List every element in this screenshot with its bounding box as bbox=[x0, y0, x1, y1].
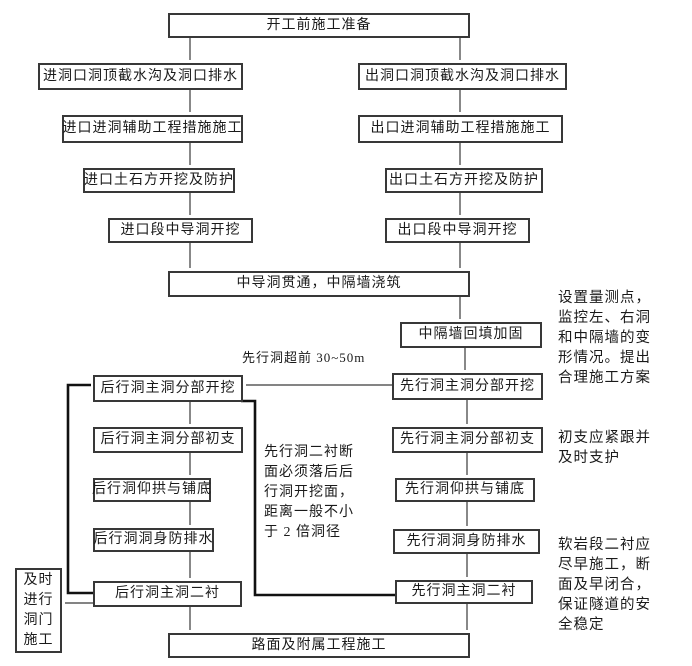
flow-box-prep: 开工前施工准备 bbox=[168, 13, 470, 38]
annotation-line: 面必须落后后 bbox=[264, 465, 354, 480]
annotation-monitoring-note: 设置量测点， 监控左、右洞和中隔墙的变形情况。提出合理施工方案 bbox=[558, 288, 651, 388]
flow-box-outlet-pilot: 出口段中导洞开挖 bbox=[385, 218, 530, 243]
connector-first-lining-lag-loop bbox=[241, 399, 395, 597]
annotation-line: 行洞开挖面， bbox=[264, 485, 354, 500]
flow-box-later-invert: 后行洞仰拱与铺底 bbox=[92, 478, 211, 502]
flow-box-inlet-earthwork: 进口土石方开挖及防护 bbox=[83, 168, 235, 193]
flow-box-line: 施工 bbox=[23, 632, 54, 648]
flow-box-inlet-aux: 进口进洞辅助工程措施施工 bbox=[62, 115, 243, 143]
flow-box-inlet-ditch: 进洞口洞顶截水沟及洞口排水 bbox=[38, 63, 243, 90]
annotation-line: 设置量测点， bbox=[558, 290, 651, 306]
flow-box-later-excavation: 后行洞主洞分部开挖 bbox=[93, 375, 243, 402]
flow-box-wall-backfill: 中隔墙回填加固 bbox=[400, 322, 542, 348]
annotation-line: 合理施工方案 bbox=[558, 370, 651, 386]
flow-box-later-drain: 后行洞洞身防排水 bbox=[93, 528, 214, 552]
annotation-line: 全稳定 bbox=[558, 617, 605, 633]
flow-box-later-initial-support: 后行洞主洞分部初支 bbox=[93, 427, 243, 453]
annotation-line: 和中隔墙的变 bbox=[558, 330, 651, 346]
connector-group bbox=[65, 38, 468, 630]
flow-box-line: 及时 bbox=[23, 572, 54, 588]
flow-box-outlet-earthwork: 出口土石方开挖及防护 bbox=[385, 168, 543, 193]
flow-box-pilot-through: 中导洞贯通，中隔墙浇筑 bbox=[168, 271, 470, 297]
flow-box-outlet-ditch: 出洞口洞顶截水沟及洞口排水 bbox=[358, 63, 567, 90]
flow-box-portal-work: 及时进行洞门施工 bbox=[15, 568, 62, 653]
annotation-line: 先行洞超前 30~50m bbox=[242, 350, 366, 365]
annotation-soft-rock-note: 软岩段二衬应尽早施工，断面及早闭合， 保证隧道的安全稳定 bbox=[558, 535, 651, 635]
flow-box-first-invert: 先行洞仰拱与铺底 bbox=[395, 478, 535, 502]
annotation-lining-lag-note: 先行洞二衬断面必须落后后行洞开挖面， 距离一般不小于 2 倍洞径 bbox=[264, 443, 354, 543]
flow-box-first-lining: 先行洞主洞二衬 bbox=[395, 580, 533, 604]
flow-box-line: 洞门 bbox=[23, 612, 54, 628]
connector-later-cycle-loop bbox=[66, 383, 93, 595]
flow-box-first-initial-support: 先行洞主洞分部初支 bbox=[392, 427, 543, 453]
annotation-line: 面及早闭合， bbox=[558, 577, 651, 593]
annotation-line: 于 2 倍洞径 bbox=[264, 525, 341, 540]
annotation-line: 形情况。提出 bbox=[558, 350, 651, 366]
flow-box-later-lining: 后行洞主洞二衬 bbox=[93, 581, 242, 607]
annotation-advance-distance: 先行洞超前 30~50m bbox=[242, 350, 365, 366]
annotation-line: 保证隧道的安 bbox=[558, 597, 651, 613]
annotation-line: 初支应紧跟并 bbox=[558, 430, 651, 446]
flow-box-pavement: 路面及附属工程施工 bbox=[168, 633, 470, 658]
annotation-line: 监控左、右洞 bbox=[558, 310, 651, 326]
flow-box-first-excavation: 先行洞主洞分部开挖 bbox=[392, 373, 543, 400]
flow-box-line: 进行 bbox=[23, 592, 54, 608]
annotation-line: 先行洞二衬断 bbox=[264, 445, 354, 460]
annotation-line: 及时支护 bbox=[558, 450, 620, 466]
flow-box-first-drain: 先行洞洞身防排水 bbox=[393, 529, 540, 554]
flow-box-inlet-pilot: 进口段中导洞开挖 bbox=[108, 218, 253, 243]
annotation-line: 软岩段二衬应 bbox=[558, 537, 651, 553]
annotation-line: 距离一般不小 bbox=[264, 505, 354, 520]
flow-box-outlet-aux: 出口进洞辅助工程措施施工 bbox=[358, 115, 563, 143]
annotation-initial-support-note: 初支应紧跟并及时支护 bbox=[558, 428, 651, 468]
annotation-line: 尽早施工，断 bbox=[558, 557, 651, 573]
